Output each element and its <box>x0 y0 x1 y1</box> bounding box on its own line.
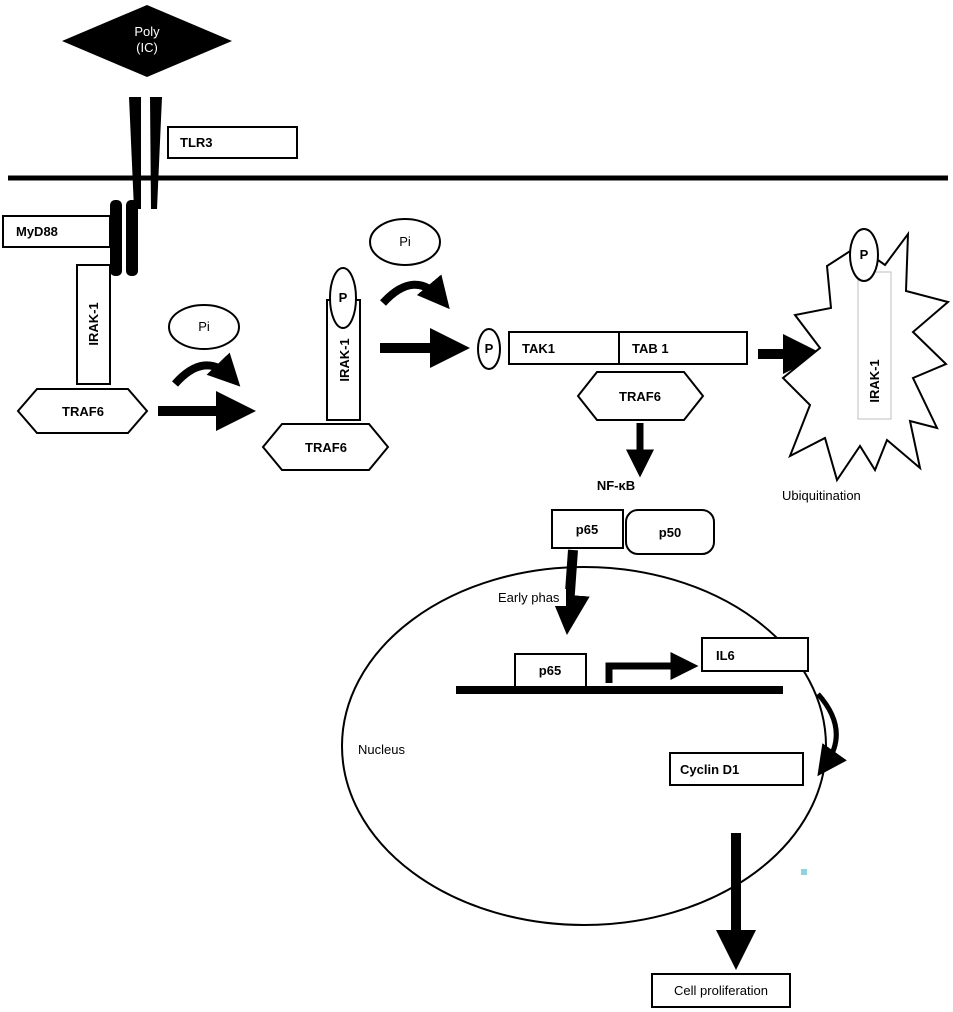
early-phase-bg <box>496 589 566 606</box>
p50-box <box>625 509 715 555</box>
tlr3-receptor <box>129 97 162 209</box>
irak1-box-3 <box>857 271 892 420</box>
p65-label-cytoplasm: p65 <box>576 522 598 537</box>
cell-proliferation-box <box>651 973 791 1008</box>
pi-label-1: Pi <box>198 319 210 334</box>
traf6-hexagon-2 <box>261 423 390 471</box>
tlr3-label-box <box>167 126 298 159</box>
traf6-label-1: TRAF6 <box>62 404 104 419</box>
phospho-label-3: P <box>485 341 494 356</box>
cyclin-d1-box <box>669 752 804 786</box>
myd88-bar-left <box>110 200 122 276</box>
nucleus-membrane <box>341 566 827 926</box>
phospho-circle-4 <box>849 228 879 282</box>
poly-ic-ligand: Poly (IC) <box>62 5 232 77</box>
p65-box-cytoplasm <box>551 509 624 549</box>
curved-arrow-cyclin <box>816 692 847 777</box>
tak1-label: TAK1 <box>522 341 555 356</box>
pi-circle-2 <box>369 218 441 266</box>
il6-label: IL6 <box>716 648 735 663</box>
p65-box-nucleus <box>514 653 587 688</box>
myd88-bar-right <box>126 200 138 276</box>
traf6-hexagon-3 <box>576 371 705 421</box>
pi-label-2: Pi <box>399 234 411 249</box>
irak1-label-2: IRAK-1 <box>337 338 352 381</box>
p65-label-nucleus: p65 <box>539 663 561 678</box>
traf6-hexagon-1 <box>16 388 149 434</box>
traf6-label-3: TRAF6 <box>619 389 661 404</box>
irak1-label-1: IRAK-1 <box>86 302 101 345</box>
curved-arrow-2 <box>380 274 450 310</box>
ubiquitination-label: Ubiquitination <box>782 488 861 503</box>
traf6-label-2: TRAF6 <box>305 440 347 455</box>
nucleus-label: Nucleus <box>358 742 405 757</box>
nfkb-label: NF-κB <box>597 478 635 493</box>
tab1-box <box>618 331 748 365</box>
early-phase-label: Early phas <box>498 590 560 605</box>
cyan-marker <box>801 869 807 875</box>
phospho-label-4: P <box>860 247 869 262</box>
p50-label: p50 <box>659 525 681 540</box>
curved-arrow-1 <box>172 352 241 387</box>
phospho-label-2: P <box>339 290 348 305</box>
arrow-into-nucleus <box>549 549 590 635</box>
transcription-arrow <box>605 652 699 683</box>
tlr3-label: TLR3 <box>180 135 213 150</box>
myd88-label: MyD88 <box>16 224 58 239</box>
pi-circle-1 <box>168 304 240 350</box>
ligand-line2: (IC) <box>136 40 158 55</box>
phospho-circle-2 <box>329 267 357 329</box>
cyclin-d1-label: Cyclin D1 <box>680 762 739 777</box>
irak1-box-1 <box>76 264 111 385</box>
ligand-line1: Poly <box>134 24 160 39</box>
myd88-box <box>2 215 111 248</box>
cell-proliferation-label: Cell proliferation <box>674 983 768 998</box>
il6-box <box>701 637 809 672</box>
phospho-circle-3 <box>477 328 501 370</box>
irak1-label-3: IRAK-1 <box>867 359 882 402</box>
tab1-label: TAB 1 <box>632 341 669 356</box>
